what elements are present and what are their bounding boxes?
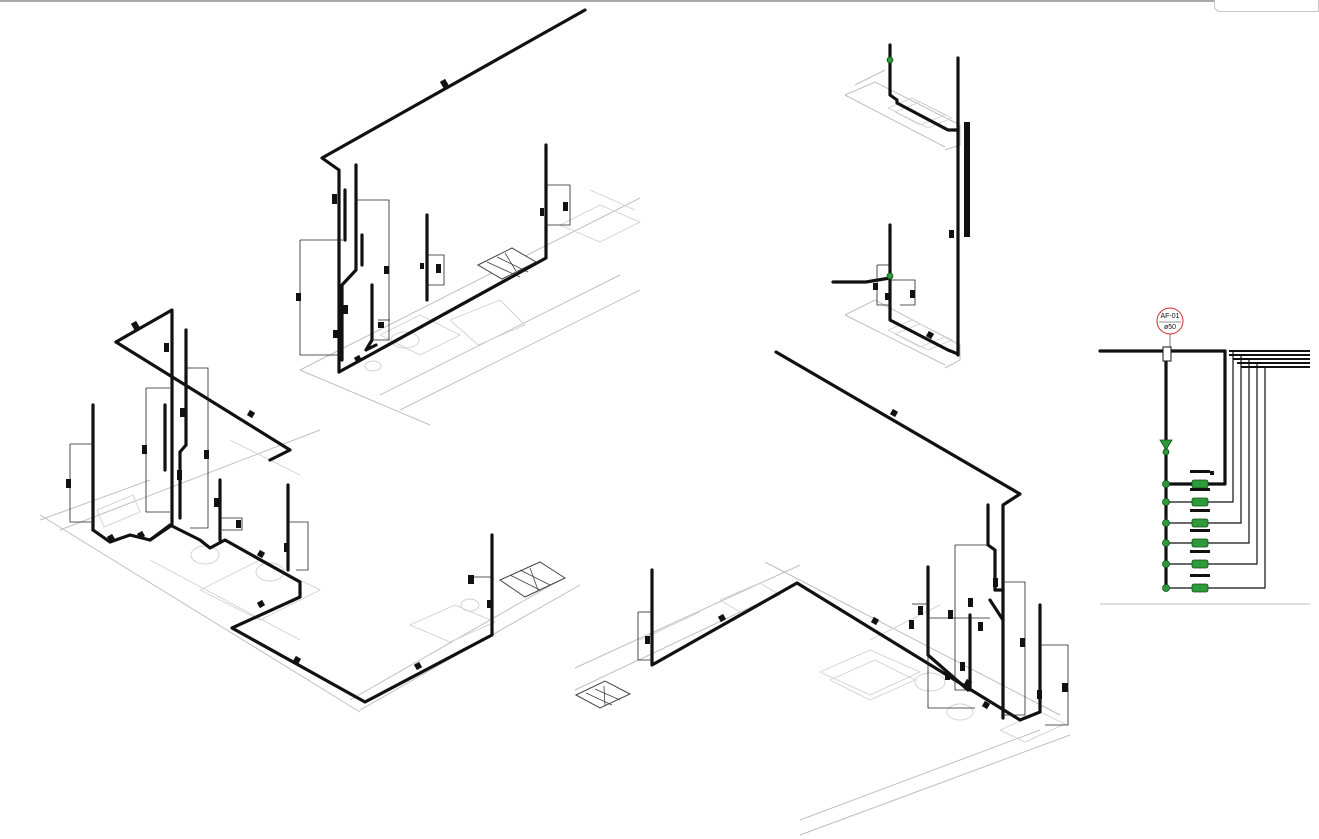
pipe-tags-a xyxy=(296,78,568,364)
riser-id-label: AF-01 xyxy=(1160,313,1179,320)
window-top-border xyxy=(0,0,1319,2)
riser-label-bubble: AF-01 ø50 xyxy=(1156,307,1184,350)
floor-plan-a xyxy=(299,189,642,426)
pipe-run-b xyxy=(91,308,494,704)
pipe-tags-b xyxy=(66,320,491,671)
floor-plan-b xyxy=(39,429,581,713)
grate-a xyxy=(476,247,538,280)
manifold-valves xyxy=(1159,439,1214,593)
floor-plan-d xyxy=(574,561,1071,836)
grate-d xyxy=(574,680,632,709)
manifold-pipes xyxy=(1098,346,1310,590)
pipe-tags-d xyxy=(645,408,1068,710)
isometric-group-b xyxy=(39,308,581,713)
isometric-group-c xyxy=(831,43,970,369)
isometric-group-a xyxy=(296,8,642,426)
pipe-run-c xyxy=(831,43,960,357)
grate-b xyxy=(498,561,567,598)
dimension-lines-d xyxy=(637,544,1069,726)
riser-band-c xyxy=(949,122,970,238)
pipe-run-a xyxy=(320,8,587,374)
isometric-group-d xyxy=(574,350,1071,836)
riser-diameter-label: ø50 xyxy=(1164,324,1176,331)
floor-plan-c xyxy=(844,69,961,369)
pipe-run-d xyxy=(650,350,1042,722)
riser-schematic: AF-01 ø50 xyxy=(1098,307,1310,605)
pipe-tags-c xyxy=(873,56,935,340)
dimension-lines-c xyxy=(876,264,916,306)
dimension-lines-b xyxy=(69,367,492,578)
